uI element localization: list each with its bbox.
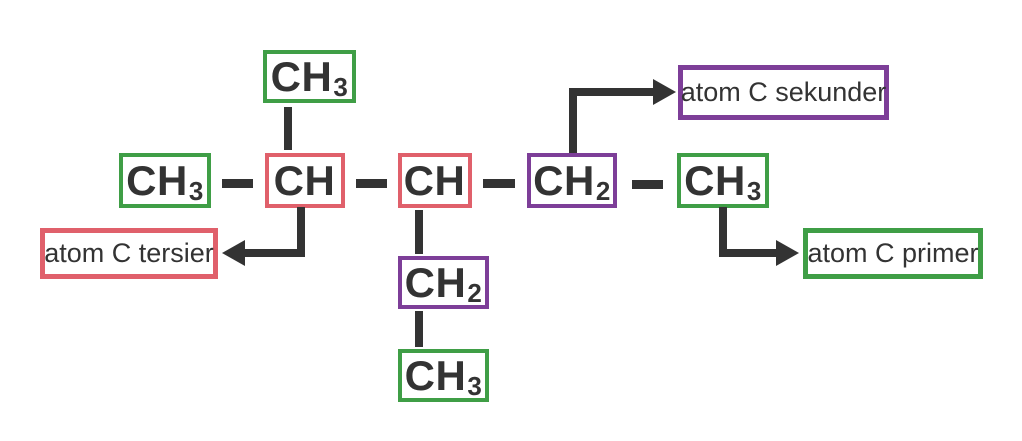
arrow-to-primary-vertical xyxy=(719,207,727,257)
arrow-to-secondary-horizontal xyxy=(569,88,657,96)
bond-horizontal xyxy=(222,179,253,188)
node-ch-tertiary: CH xyxy=(265,153,345,208)
bond-horizontal xyxy=(483,179,515,188)
formula-text: CH xyxy=(684,156,746,204)
formula-subscript: 2 xyxy=(467,278,483,308)
label-secondary-carbon: atom C sekunder xyxy=(678,65,889,120)
bond-vertical xyxy=(284,107,292,150)
bond-vertical xyxy=(415,210,423,254)
arrow-to-primary-horizontal xyxy=(719,249,779,257)
formula-text: CH xyxy=(404,258,467,306)
arrowhead-left-icon xyxy=(222,240,245,266)
formula-subscript: 3 xyxy=(467,371,483,401)
arrow-to-tertiary-horizontal xyxy=(244,249,305,257)
formula-text: CH xyxy=(126,156,188,204)
formula-subscript: 3 xyxy=(746,176,762,206)
label-text: atom C primer xyxy=(807,238,979,268)
formula-text: CH xyxy=(270,52,333,100)
formula-text: CH xyxy=(273,156,336,204)
formula-subscript: 2 xyxy=(595,176,611,206)
label-tertiary-carbon: atom C tersier xyxy=(40,228,218,279)
bond-horizontal xyxy=(356,179,387,188)
formula-text: CH xyxy=(533,156,595,204)
arrow-to-tertiary-vertical xyxy=(297,207,305,257)
arrow-to-secondary-vertical xyxy=(569,90,577,153)
arrowhead-right-icon xyxy=(653,79,676,105)
node-ch-middle: CH xyxy=(398,153,472,208)
label-text: atom C tersier xyxy=(44,238,214,268)
bond-horizontal xyxy=(632,180,663,189)
label-text: atom C sekunder xyxy=(680,77,887,107)
label-primary-carbon: atom C primer xyxy=(803,228,983,279)
formula-subscript: 3 xyxy=(333,72,349,102)
formula-text: CH xyxy=(403,156,466,204)
formula-text: CH xyxy=(404,351,467,399)
bond-vertical xyxy=(415,311,423,347)
arrowhead-right-icon xyxy=(776,240,799,266)
formula-subscript: 3 xyxy=(188,176,204,206)
